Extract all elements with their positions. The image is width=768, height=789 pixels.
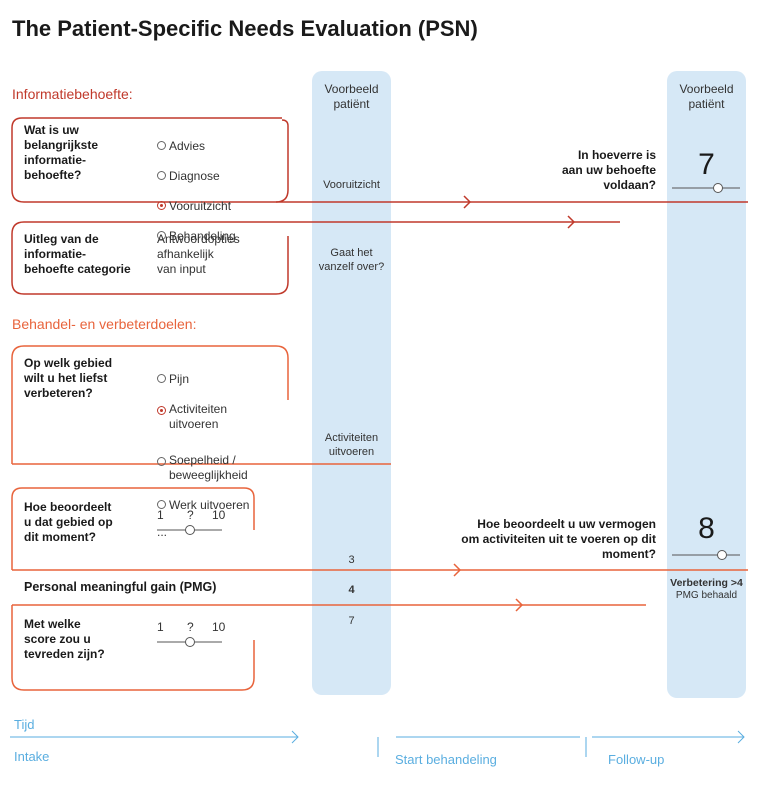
followup-info-value: 7: [698, 148, 715, 181]
radio-selected-icon: [157, 406, 166, 415]
radio-selected-icon: [157, 201, 166, 210]
goal-q3-question: Met welke score zou u tevreden zijn?: [24, 617, 105, 661]
timeline-start-label: Start behandeling: [395, 752, 497, 767]
info-q1-example: Vooruitzicht: [323, 179, 380, 191]
info-q1-option-selected[interactable]: Vooruitzicht: [157, 199, 236, 214]
info-q1-box: [11, 117, 289, 203]
radio-icon: [157, 231, 166, 240]
radio-icon: [157, 457, 166, 466]
followup-goal-slider-knob: [717, 550, 727, 560]
info-q2-question: Uitleg van de informatie- behoefte categ…: [24, 232, 131, 276]
info-q1-options: Advies Diagnose Vooruitzicht Behandeling: [157, 124, 236, 259]
goal-q2-scale-mid: ?: [187, 508, 194, 522]
goal-q3-scale-min: 1: [157, 620, 164, 634]
timeline-axis-label: Tijd: [14, 717, 35, 732]
info-q2-example: Gaat het vanzelf over?: [318, 247, 385, 273]
followup-goal-question: Hoe beoordeelt u uw vermogen om activite…: [461, 517, 656, 561]
info-q1-arrow: [463, 195, 472, 209]
goal-q3-scale-max: 10: [212, 620, 226, 634]
pmg-label: Personal meaningful gain (PMG): [24, 580, 217, 594]
section-goals-heading: Behandel- en verbeterdoelen:: [12, 316, 197, 332]
example-column-header-right: Voorbeeld patiënt: [679, 82, 734, 111]
goal-q1-option-selected[interactable]: Activiteiten uitvoeren: [157, 402, 249, 432]
pmg-example: 4: [348, 584, 355, 596]
example-column-intake: [312, 71, 391, 695]
goal-q1-more: ...: [157, 525, 168, 539]
followup-info-slider-knob: [713, 183, 723, 193]
followup-goal-result: PMG behaald: [675, 590, 738, 601]
goal-q2-box: [11, 487, 255, 570]
goal-q2-scale-min: 1: [157, 508, 164, 522]
info-q1-option[interactable]: Behandeling: [157, 229, 236, 244]
info-q1-option[interactable]: Advies: [157, 139, 236, 154]
goal-q2-scale-max: 10: [212, 508, 226, 522]
radio-icon: [157, 500, 166, 509]
goal-q1-question: Op welk gebied wilt u het liefst verbete…: [24, 356, 113, 400]
goal-q3-slider-knob: [185, 637, 195, 647]
goal-q2-question: Hoe beoordeelt u dat gebied op dit momen…: [24, 500, 113, 544]
radio-icon: [157, 171, 166, 180]
radio-icon: [157, 374, 166, 383]
example-column-followup: [667, 71, 746, 698]
followup-info-question: In hoeverre is aan uw behoefte voldaan?: [561, 148, 656, 192]
goal-q1-example: Activiteiten uitvoeren: [324, 432, 379, 458]
goal-q3-example: 7: [348, 615, 355, 627]
info-q1-question: Wat is uw belangrijkste informatie- beho…: [24, 123, 99, 182]
goal-q2-example: 3: [348, 554, 355, 566]
goal-q1-option[interactable]: Werk uitvoeren: [157, 498, 249, 513]
timeline-intake-label: Intake: [14, 749, 50, 764]
followup-goal-value: 8: [698, 512, 715, 545]
info-q2-box: [11, 221, 289, 295]
goal-q1-option[interactable]: Soepelheid / beweeglijkheid: [157, 453, 249, 483]
info-q2-answer: Antwoordopties afhankelijk van input: [157, 232, 240, 276]
section-info-heading: Informatiebehoefte:: [12, 86, 133, 102]
timeline-arrow-3: [737, 730, 745, 744]
goal-q2-slider-knob: [185, 525, 195, 535]
goal-q3-box: [11, 605, 255, 691]
pmg-arrow: [515, 598, 524, 612]
goal-q1-box: [11, 345, 289, 464]
radio-icon: [157, 141, 166, 150]
info-q1-option[interactable]: Diagnose: [157, 169, 236, 184]
goal-q1-option[interactable]: Pijn: [157, 372, 249, 387]
goal-q3-scale-mid: ?: [187, 620, 194, 634]
timeline-arrow-1: [291, 730, 299, 744]
followup-goal-result-bold: Verbetering >4: [670, 577, 743, 589]
page-title: The Patient-Specific Needs Evaluation (P…: [12, 16, 478, 41]
info-q2-arrow: [567, 215, 576, 229]
goal-q1-options: Pijn Activiteiten uitvoeren Soepelheid /…: [157, 357, 249, 551]
goal-q2-arrow: [453, 563, 462, 577]
timeline-followup-label: Follow-up: [608, 752, 665, 767]
example-column-header-left: Voorbeeld patiënt: [324, 82, 379, 111]
